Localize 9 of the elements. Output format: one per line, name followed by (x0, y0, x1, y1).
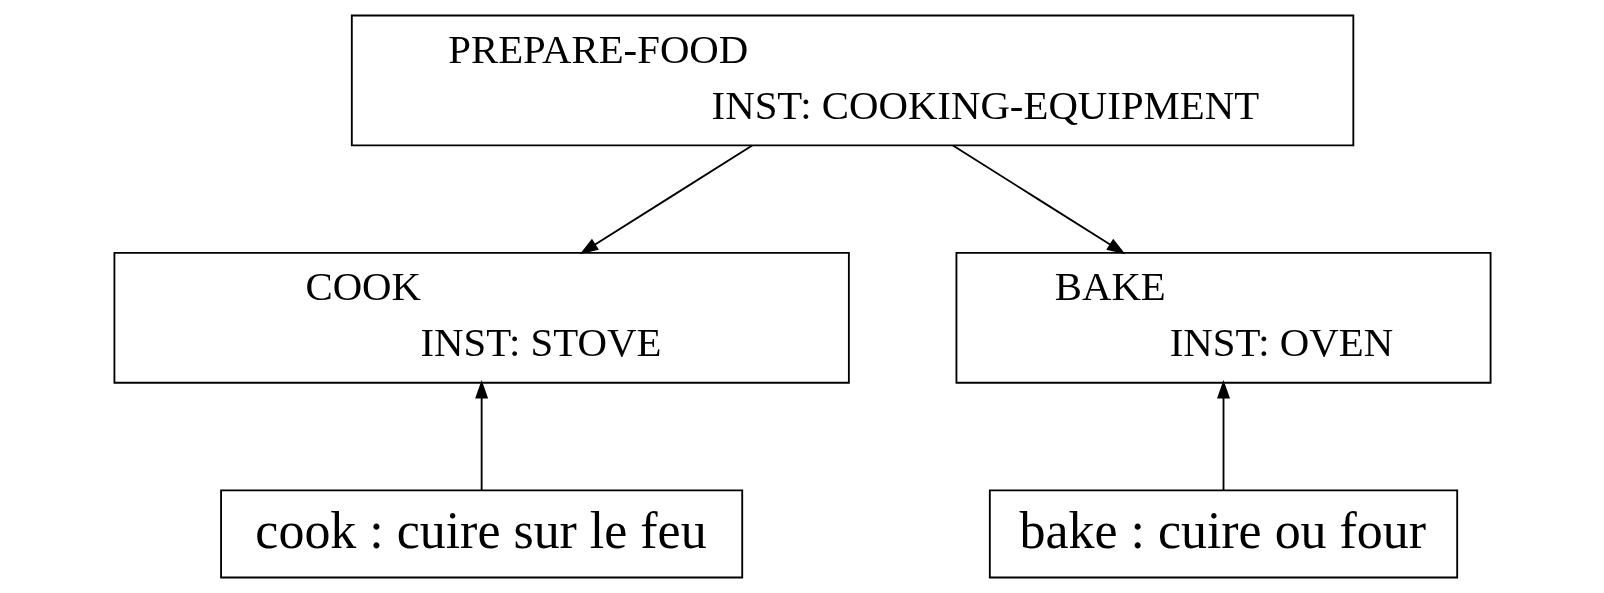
arrow (951, 144, 1125, 255)
node-box: bake : cuire ou four (988, 489, 1458, 579)
node-box: PREPARE-FOOD INST: COOKING-EQUIPMENT (350, 14, 1354, 147)
node-box: BAKE INST: OVEN (955, 252, 1491, 384)
arrow (579, 144, 753, 255)
arrow (474, 380, 488, 492)
node-box: COOK INST: STOVE (113, 252, 850, 384)
node-box: cook : cuire sur le feu (219, 489, 743, 579)
arrow (1216, 380, 1230, 492)
